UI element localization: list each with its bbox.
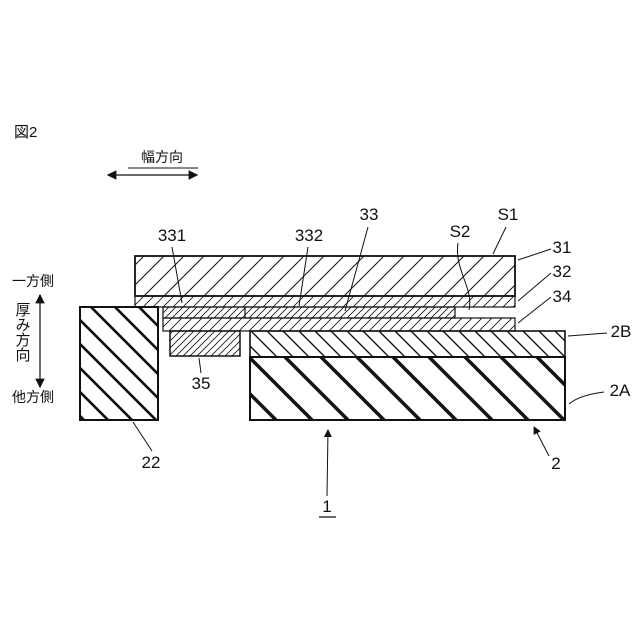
thickness-direction-label: 厚み方向 [14, 302, 31, 362]
leader-34 [517, 296, 552, 324]
substrate-layer-2B [249, 330, 566, 358]
block-35 [169, 330, 241, 357]
label-2A: 2A [610, 381, 631, 400]
label-32: 32 [553, 262, 572, 281]
top-plate-31 [134, 255, 516, 297]
width-direction-label: 幅方向 [141, 149, 183, 165]
support-block-22 [79, 306, 159, 421]
label-331: 331 [158, 226, 186, 245]
figure-number: 図2 [14, 124, 37, 141]
one-side-label: 一方側 [12, 273, 54, 289]
label-22: 22 [142, 453, 161, 472]
layer-32 [134, 295, 516, 308]
leader-332 [298, 246, 309, 307]
layer-34 [162, 317, 516, 332]
label-2: 2 [551, 454, 560, 473]
leader-2B [567, 332, 608, 337]
leader-S1 [492, 226, 507, 255]
label-1: 1 [322, 497, 331, 516]
leader-35 [198, 357, 202, 374]
leader-32 [517, 272, 552, 302]
label-35: 35 [192, 374, 211, 393]
leader-331 [171, 246, 183, 304]
layer-33 [162, 306, 456, 319]
leader-2A [568, 391, 605, 405]
leader-33 [344, 226, 369, 312]
leader-S2 [456, 242, 471, 311]
label-33: 33 [360, 205, 379, 224]
label-2B: 2B [611, 322, 632, 341]
label-S1: S1 [498, 205, 519, 224]
leader-22 [132, 421, 153, 452]
leader-31 [517, 248, 552, 261]
leader-arrow-1 [323, 429, 332, 497]
leader-arrow-2 [533, 426, 550, 457]
other-side-label: 他方側 [12, 389, 54, 405]
label-S2: S2 [450, 222, 471, 241]
label-31: 31 [553, 238, 572, 257]
substrate-layer-2A [249, 356, 566, 421]
label-34: 34 [553, 287, 572, 306]
label-332: 332 [295, 226, 323, 245]
